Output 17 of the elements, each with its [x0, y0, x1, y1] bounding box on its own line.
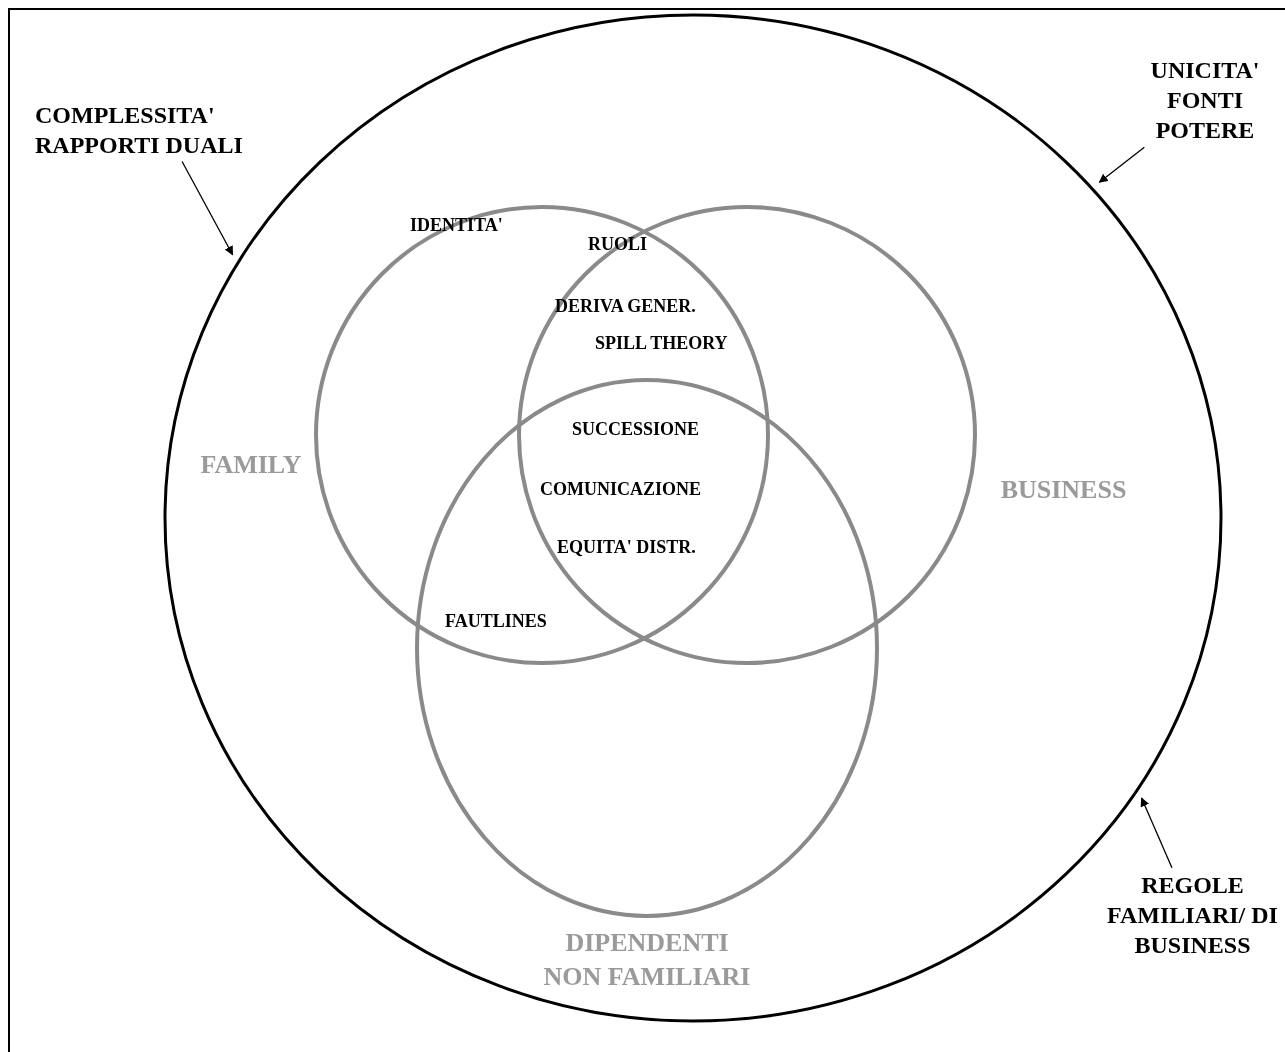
overlap-label: FAUTLINES — [445, 611, 547, 632]
arrow — [181, 160, 234, 256]
overlap-label: RUOLI — [588, 234, 647, 255]
overlap-label: IDENTITA' — [410, 215, 503, 236]
set-title: BUSINESS — [999, 474, 1128, 506]
annotation-text: UNICITA' FONTI POTERE — [1149, 56, 1261, 145]
overlap-label: EQUITA' DISTR. — [557, 537, 696, 558]
annotation-text: REGOLE FAMILIARI/ DI BUSINESS — [1106, 871, 1279, 960]
arrow — [1140, 797, 1173, 869]
set-title: DIPENDENTI NON FAMILIARI — [542, 927, 752, 993]
arrow — [1098, 146, 1145, 183]
annotation-text: COMPLESSITA' RAPPORTI DUALI — [35, 101, 244, 160]
overlap-label: SUCCESSIONE — [572, 419, 700, 440]
overlap-label: SPILL THEORY — [595, 333, 728, 354]
overlap-label: DERIVA GENER. — [555, 296, 696, 317]
set-title: FAMILY — [199, 449, 303, 481]
overlap-label: COMUNICAZIONE — [540, 479, 701, 500]
